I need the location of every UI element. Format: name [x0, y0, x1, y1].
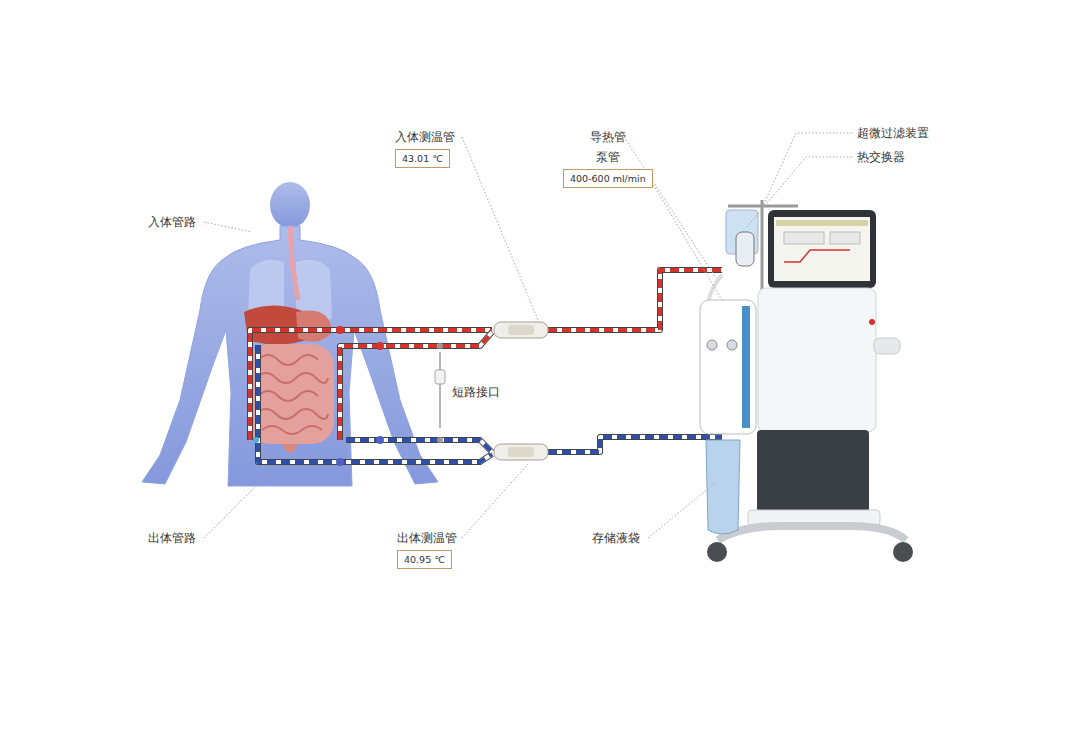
perfusion-machine [700, 200, 913, 562]
measured-value: 43.01 ℃ [395, 149, 450, 168]
part-label: 短路接口 [452, 384, 500, 400]
leader-lines [204, 133, 852, 538]
callout-heading: 泵管 [596, 149, 620, 165]
part-label: 超微过滤装置 [857, 125, 929, 141]
part-label: 出体管路 [148, 530, 196, 546]
temperature-probes [494, 322, 548, 460]
part-label: 热交换器 [857, 149, 905, 165]
callout-heading: 入体测温管 [395, 129, 455, 145]
value-callout: 出体测温管 40.95 ℃ [397, 530, 457, 569]
value-callout: 入体测温管 43.01 ℃ [395, 129, 455, 168]
tubes [250, 270, 722, 466]
short-circuit-connector [435, 343, 445, 443]
measured-value: 40.95 ℃ [397, 550, 452, 569]
measured-value: 400-600 ml/min [563, 169, 653, 188]
part-label: 存储液袋 [592, 530, 640, 546]
part-label: 导热管 [590, 129, 626, 145]
part-label: 入体管路 [148, 214, 196, 230]
callout-heading: 出体测温管 [397, 530, 457, 546]
value-callout: 泵管 400-600 ml/min [563, 149, 653, 188]
